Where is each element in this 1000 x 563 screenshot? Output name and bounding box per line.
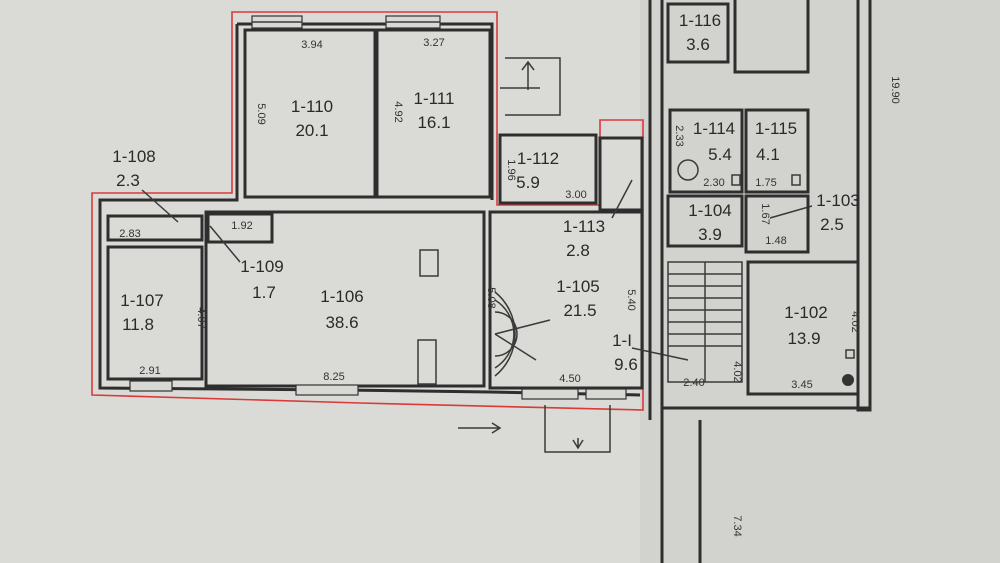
- dimension-labels: 3.94 3.27 5.09 4.92 1.96 3.00 2.83 1.92 …: [119, 37, 901, 537]
- room-id: 1-111: [414, 89, 455, 108]
- room-1-107-walls: [106, 245, 204, 381]
- dimension: 2.30: [703, 177, 724, 189]
- room-id: 1-108: [112, 147, 155, 166]
- room-area: 5.4: [708, 145, 732, 164]
- dimension: 8.25: [323, 371, 344, 383]
- room-id: 1-109: [240, 257, 283, 276]
- column: [419, 249, 439, 277]
- dimension: 1.92: [231, 220, 252, 232]
- room-area: 13.9: [787, 329, 820, 348]
- room-id: 1-104: [688, 201, 731, 220]
- straight-stair: [667, 261, 743, 383]
- room-id: 1-115: [755, 119, 797, 138]
- dimension: 5.08: [485, 287, 497, 308]
- dimension: 4.92: [392, 101, 404, 122]
- dimension: 5.09: [255, 103, 267, 124]
- room-area: 1.7: [252, 283, 276, 302]
- room-area: 9.6: [614, 355, 638, 374]
- dimension: 3.00: [565, 189, 586, 201]
- dimension: 1.48: [765, 235, 786, 247]
- room-labels: 1-110 20.1 1-111 16.1 1-112 5.9 1-108 2.…: [112, 11, 859, 374]
- room-1-113-walls: [598, 136, 644, 212]
- room-area: 5.9: [516, 173, 540, 192]
- room-id: 1-107: [120, 291, 163, 310]
- dimension: 2.83: [119, 228, 140, 240]
- column: [417, 339, 437, 385]
- dimension: 7.34: [731, 515, 743, 536]
- dimension: 2.40: [683, 377, 704, 389]
- room-1-105-walls: [488, 210, 644, 390]
- dimension: 5.40: [625, 289, 637, 310]
- room-id: 1-106: [320, 287, 363, 306]
- room-1-103-walls: [744, 194, 810, 254]
- room-area: 38.6: [325, 313, 358, 332]
- spiral-stair: [494, 291, 551, 377]
- dimension: 2.91: [139, 365, 160, 377]
- room-area: 4.1: [756, 145, 780, 164]
- room-1-109-walls: [206, 212, 274, 244]
- dimension: 4.02: [731, 361, 743, 382]
- dimension: 3.94: [301, 39, 322, 51]
- dimension: 19.90: [889, 76, 901, 104]
- right-block-walls: [648, 0, 702, 563]
- heater-fixture: [842, 374, 854, 386]
- outer-wall: [98, 22, 641, 397]
- dimension: 3.45: [791, 379, 812, 391]
- room-id: 1-105: [556, 277, 599, 296]
- room-1-104-walls: [666, 194, 744, 248]
- room-1-112-walls: [498, 133, 598, 205]
- room-area: 3.6: [686, 35, 710, 54]
- dimension: 4.02: [849, 311, 861, 332]
- toilet-fixture: [677, 159, 699, 181]
- room-id: 1-114: [693, 119, 735, 138]
- room-area: 20.1: [295, 121, 328, 140]
- room-1-114-walls: [668, 108, 744, 194]
- room-id: 1-113: [563, 217, 605, 236]
- room-area: 2.8: [566, 241, 590, 260]
- room-area: 21.5: [563, 301, 596, 320]
- room-id: 1-110: [291, 97, 333, 116]
- room-1-110-walls: [243, 28, 377, 199]
- room-area: 16.1: [417, 113, 450, 132]
- room-area: 3.9: [698, 225, 722, 244]
- dimension: 1.67: [759, 203, 771, 224]
- dimension: 4.07: [195, 307, 207, 328]
- room-id: 1-102: [784, 303, 827, 322]
- dimension: 2.33: [673, 125, 685, 146]
- room-area: 2.5: [820, 215, 844, 234]
- room-id: 1-112: [517, 149, 559, 168]
- dimension: 4.50: [559, 373, 580, 385]
- room-id: 1-I: [612, 331, 632, 350]
- room-1-116-walls: [666, 2, 730, 64]
- room-1-111-walls: [375, 28, 492, 199]
- room-area: 2.3: [116, 171, 140, 190]
- dimension: 3.27: [423, 37, 444, 49]
- room-area: 11.8: [122, 315, 154, 334]
- room-id: 1-103: [816, 191, 859, 210]
- room-id: 1-116: [679, 11, 721, 30]
- dimension: 1.75: [755, 177, 776, 189]
- room-1-115-walls: [744, 108, 810, 194]
- room-1-108-walls: [106, 214, 204, 242]
- dimension: 1.96: [505, 159, 517, 180]
